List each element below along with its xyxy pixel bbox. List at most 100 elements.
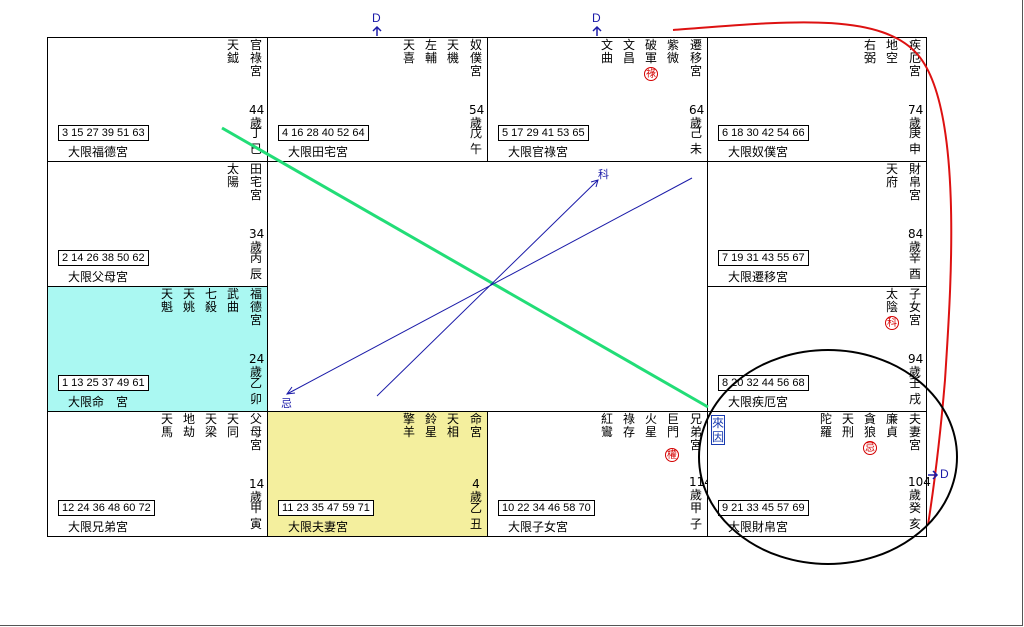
star-name: 文曲	[600, 38, 613, 65]
ke-marker: 科	[598, 168, 609, 181]
ji-marker: 忌	[281, 397, 292, 410]
star-name: 紅鸞	[600, 412, 613, 439]
ganzhi-label: 乙丑	[469, 501, 482, 531]
d-marker-top-left: D	[372, 11, 381, 25]
star-name: 右弼	[863, 38, 876, 65]
star-name: 地劫	[182, 412, 195, 439]
star-name: 太陰科	[885, 287, 899, 330]
star-name: 鈴星	[424, 412, 437, 439]
star-name: 火星	[644, 412, 657, 439]
age-label: 104歲	[908, 475, 931, 502]
star-name: 擎羊	[402, 412, 415, 439]
age-numbers: 10 22 34 46 58 70	[498, 500, 595, 516]
daxian-label: 大限財帛宮	[728, 520, 789, 534]
palace-name: 命 宮	[469, 412, 494, 439]
star-name: 文昌	[622, 38, 635, 65]
age-label: 114歲	[689, 475, 712, 502]
age-numbers: 1 13 25 37 49 61	[58, 375, 149, 391]
ganzhi-label: 壬戌	[908, 376, 921, 406]
star-name: 破軍祿	[644, 38, 658, 81]
ganzhi-label: 甲子	[689, 501, 702, 531]
age-numbers: 12 24 36 48 60 72	[58, 500, 155, 516]
age-numbers: 9 21 33 45 57 69	[718, 500, 809, 516]
daxian-label: 大限命 宮	[68, 395, 129, 409]
star-name: 貪狼忌	[863, 412, 877, 455]
age-numbers: 4 16 28 40 52 64	[278, 125, 369, 141]
star-name: 天機	[446, 38, 459, 65]
palace-name: 福德宮	[249, 287, 262, 327]
ganzhi-label: 己未	[689, 126, 702, 156]
star-name: 七殺	[204, 287, 217, 314]
palace-cell-hai: 夫妻宮 104歲癸亥 廉貞貪狼忌天刑陀羅 來因 9 21 33 45 57 69 大限財帛…	[707, 411, 931, 537]
age-numbers: 8 20 32 44 56 68	[718, 375, 809, 391]
star-name: 陀羅	[819, 412, 832, 439]
age-numbers: 11 23 35 47 59 71	[278, 500, 374, 516]
daxian-label: 大限田宅宮	[288, 145, 349, 159]
ganzhi-label: 庚申	[908, 126, 921, 156]
age-numbers: 5 17 29 41 53 65	[498, 125, 589, 141]
palace-name: 子女宮	[908, 287, 921, 327]
star-transform-mark: 科	[885, 316, 899, 330]
ganzhi-label: 癸亥	[908, 501, 921, 531]
age-numbers: 2 14 26 38 50 62	[58, 250, 149, 266]
palace-name: 財帛宮	[908, 162, 921, 202]
age-label: 4歲	[469, 477, 482, 504]
star-name: 紫微	[666, 38, 679, 65]
ganzhi-label: 丁巳	[249, 126, 262, 156]
age-numbers: 6 18 30 42 54 66	[718, 125, 809, 141]
daxian-label: 大限夫妻宮	[288, 520, 349, 534]
d-marker-top-mid: D	[592, 11, 601, 25]
star-name: 天馬	[160, 412, 173, 439]
daxian-label: 大限奴僕宮	[728, 145, 789, 159]
star-name: 天刑	[841, 412, 854, 439]
star-name: 天相	[446, 412, 459, 439]
star-name: 天鉞	[226, 38, 239, 65]
daxian-label: 大限遷移宮	[728, 270, 789, 284]
star-name: 天魁	[160, 287, 173, 314]
daxian-label: 大限疾厄宮	[728, 395, 789, 409]
star-name: 左輔	[424, 38, 437, 65]
daxian-label: 大限官祿宮	[508, 145, 569, 159]
star-name: 祿存	[622, 412, 635, 439]
palace-cell-chou: 命 宮 4歲乙丑 天相鈴星擎羊 11 23 35 47 59 71 大限夫妻宮	[267, 411, 494, 537]
palace-name: 夫妻宮	[908, 412, 921, 452]
ganzhi-label: 戊午	[469, 126, 482, 156]
palace-name: 疾厄宮	[908, 38, 921, 78]
daxian-label: 大限子女宮	[508, 520, 569, 534]
star-name: 天姚	[182, 287, 195, 314]
age-label: 44歲	[249, 103, 265, 130]
age-label: 14歲	[249, 477, 265, 504]
age-label: 54歲	[469, 103, 485, 130]
star-name: 地空	[885, 38, 898, 65]
daxian-label: 大限福德宮	[68, 145, 129, 159]
laiyin-badge: 來因	[711, 415, 725, 445]
ganzhi-label: 辛酉	[908, 251, 921, 281]
palace-name: 父母宮	[249, 412, 262, 452]
star-name: 武曲	[226, 287, 239, 314]
palace-name: 田宅宮	[249, 162, 262, 202]
star-transform-mark: 忌	[863, 441, 877, 455]
ganzhi-label: 甲寅	[249, 501, 262, 531]
star-name: 廉貞	[885, 412, 898, 439]
star-transform-mark: 祿	[644, 67, 658, 81]
ganzhi-label: 乙卯	[249, 376, 262, 406]
palace-name: 官祿宮	[249, 38, 262, 78]
d-marker-right: D	[940, 467, 949, 481]
palace-name: 遷移宮	[689, 38, 702, 78]
star-name: 太陽	[226, 162, 239, 189]
daxian-label: 大限父母宮	[68, 270, 129, 284]
star-name: 天喜	[402, 38, 415, 65]
star-name: 天梁	[204, 412, 217, 439]
daxian-label: 大限兄弟宮	[68, 520, 129, 534]
palace-name: 兄弟宮	[689, 412, 702, 452]
